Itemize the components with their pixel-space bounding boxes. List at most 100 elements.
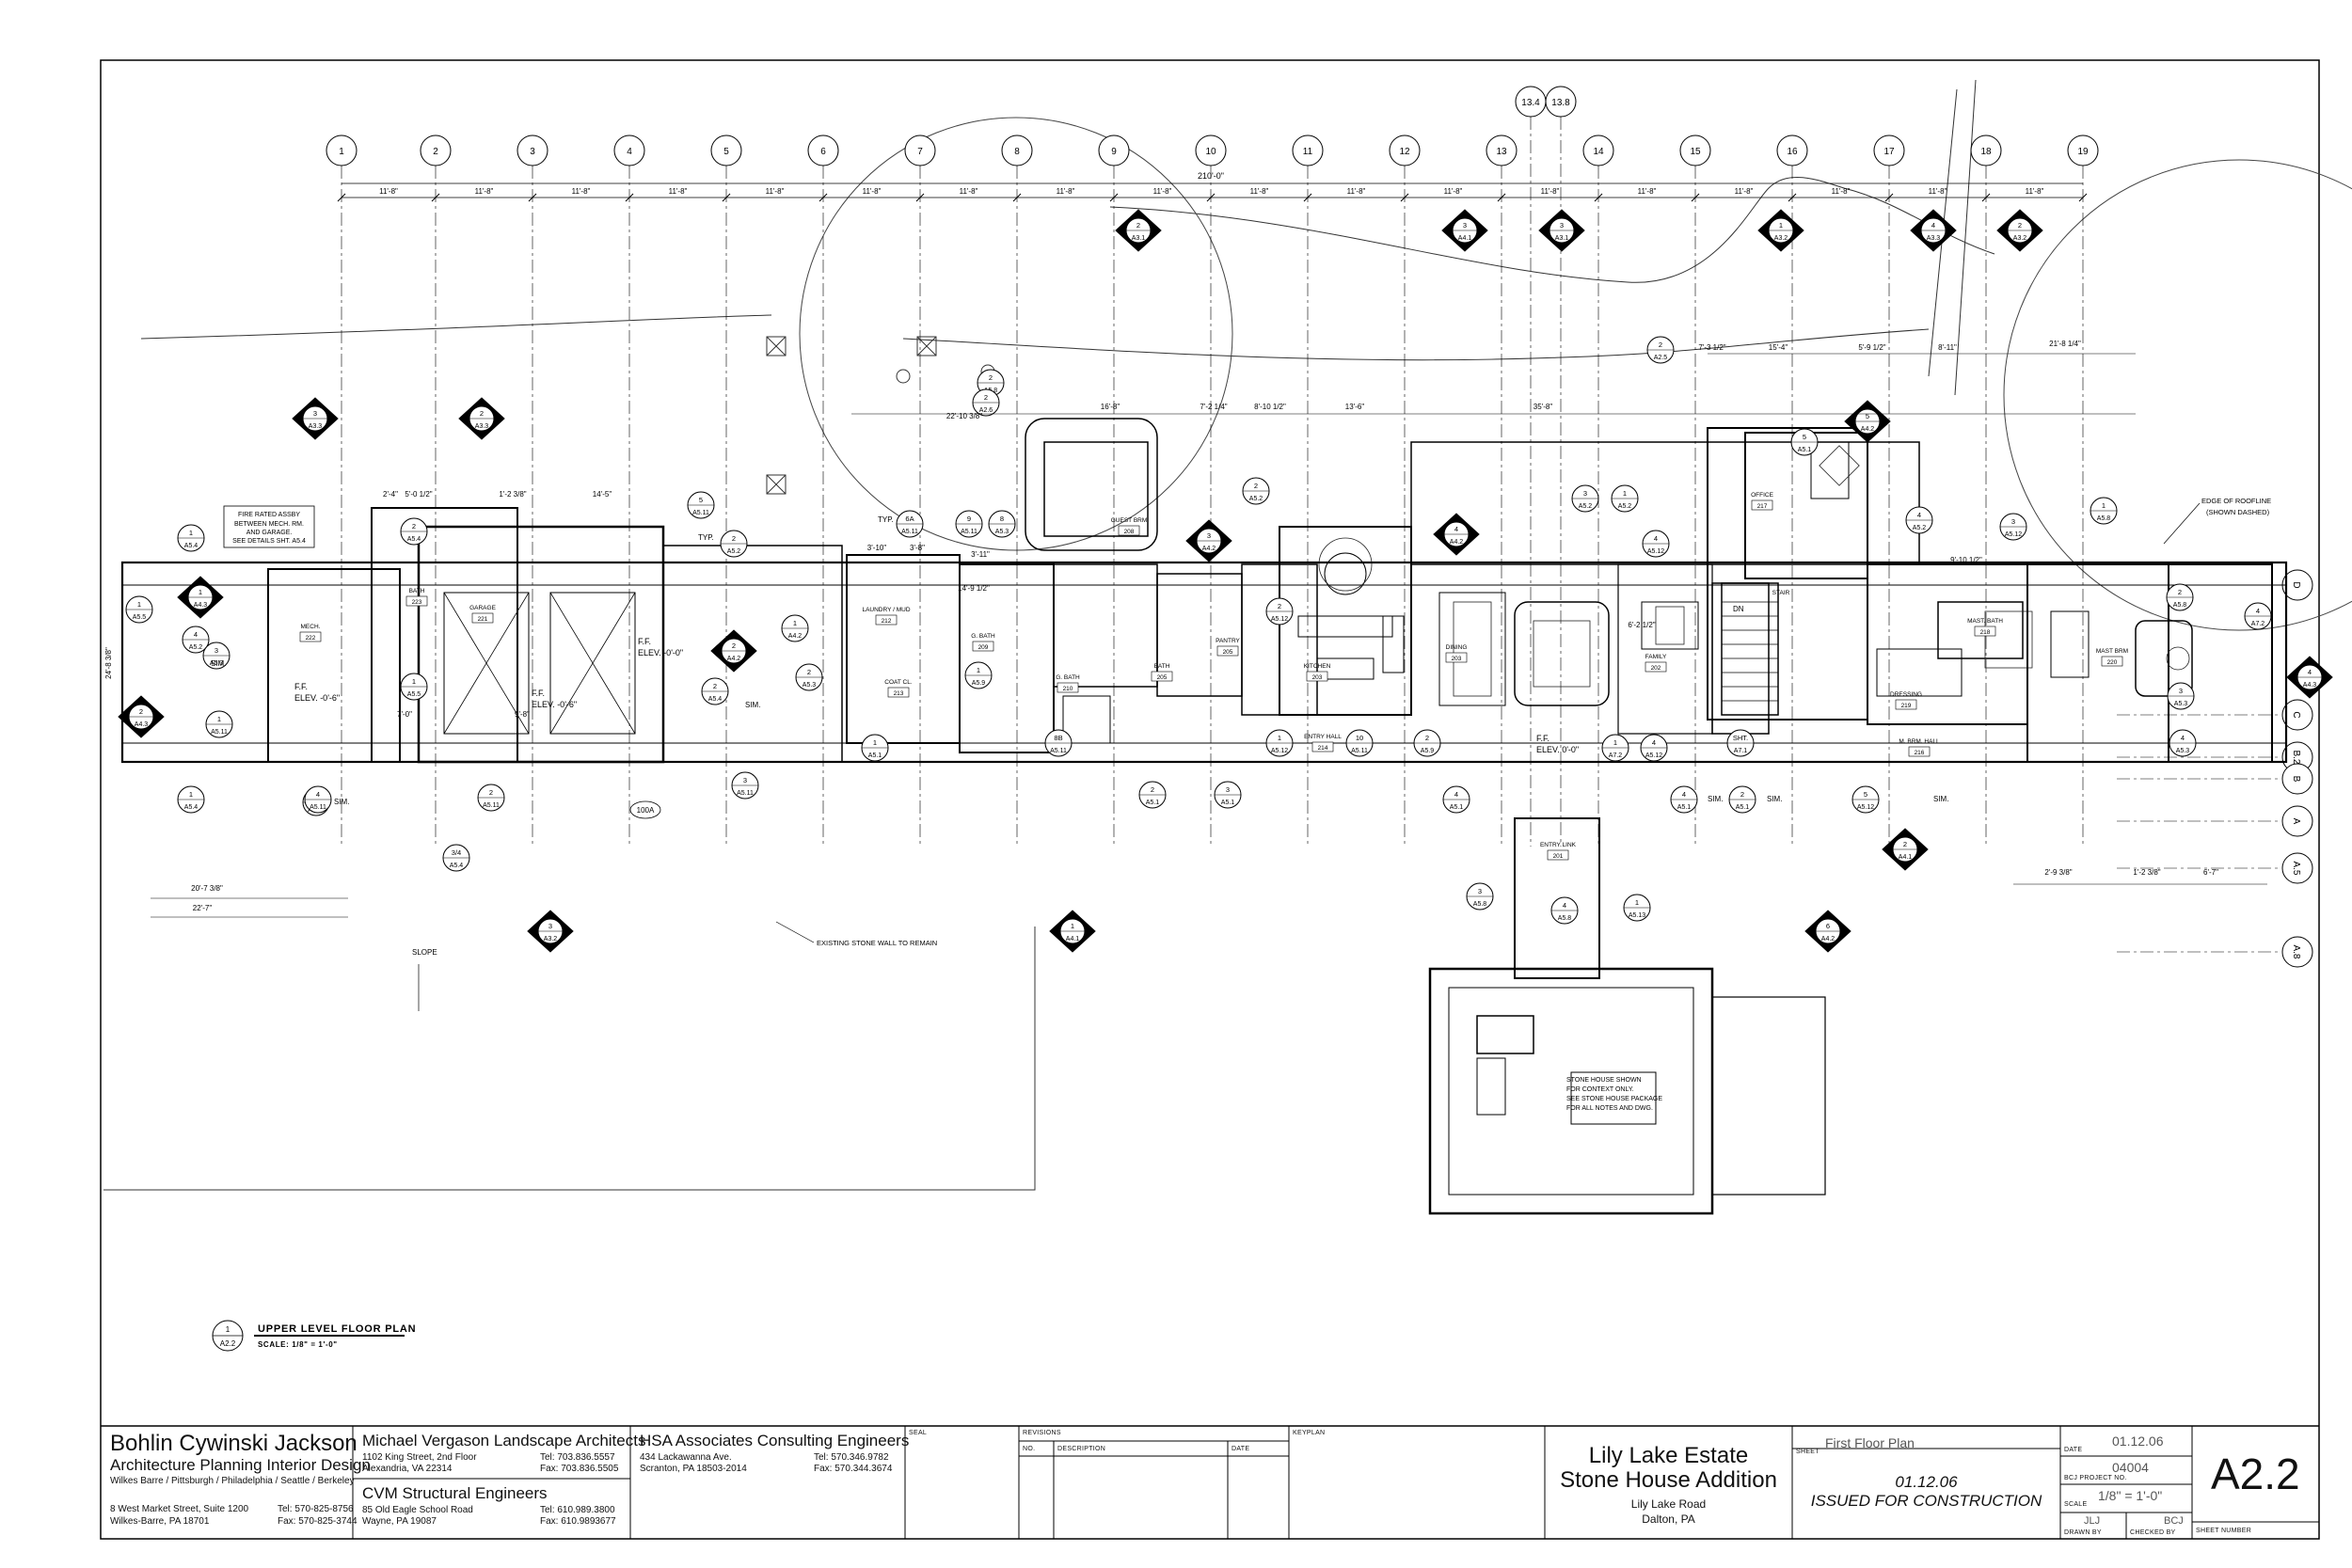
detail-num: 4 <box>1652 738 1656 747</box>
detail-ref: A5.3 <box>995 529 1009 535</box>
garage-ff-elev: ELEV. -0'-6" <box>532 700 577 709</box>
detail-num: 10 <box>1356 734 1363 742</box>
room-number-box <box>1895 699 1917 710</box>
checked-by-value: BCJ <box>2164 1515 2184 1527</box>
sim-label: SIM. <box>1933 795 1948 803</box>
detail-ref: A5.12 <box>1647 548 1664 555</box>
dim-tick <box>1691 193 1700 202</box>
bay-dim-text: 11'-8" <box>1638 187 1657 196</box>
bay-dim-text: 11'-8" <box>1057 187 1075 196</box>
sim-label: SIM. <box>745 701 760 709</box>
revisions-label: REVISIONS <box>1023 1430 1061 1436</box>
bay-dim-text: 11'-8" <box>379 187 398 196</box>
room-number: 222 <box>306 635 316 641</box>
detail-ref: A5.12 <box>2005 531 2022 538</box>
detail-num: 2 <box>1151 785 1154 794</box>
section-ref: A4.1 <box>1066 936 1080 942</box>
dim-tick <box>1594 193 1603 202</box>
dim-tick <box>1303 193 1312 202</box>
room-number: 201 <box>1553 853 1564 860</box>
detail-num: 2 <box>412 522 416 531</box>
detail-num: 4 <box>2256 607 2260 615</box>
dim-value: 7'-3 1/2" <box>1698 343 1725 352</box>
room-name: MAST BRM <box>2096 648 2128 655</box>
grid-label-12: 12 <box>1399 147 1410 157</box>
section-num: 3 <box>1207 531 1211 540</box>
grid-label-18: 18 <box>1980 147 1992 157</box>
main-ff-label: F.F. <box>638 637 651 646</box>
dim-value: 8'-10 1/2" <box>1254 403 1286 411</box>
detail-num: 2 <box>2178 588 2182 596</box>
dim-value: 3'-8" <box>910 544 925 552</box>
scale-label: SCALE <box>2064 1501 2088 1508</box>
typ-note: TYP. <box>878 515 894 524</box>
roofline-note-line2: (SHOWN DASHED) <box>2206 508 2270 516</box>
detail-ref: A5.5 <box>407 691 421 698</box>
room-name: KITCHEN <box>1304 663 1331 670</box>
landscape-address1: 1102 King Street, 2nd Floor <box>362 1452 477 1463</box>
dim-value: 13'-6" <box>1345 403 1365 411</box>
room-number-box <box>972 641 994 652</box>
furniture <box>1318 445 2190 697</box>
room-number: 210 <box>1063 686 1073 692</box>
stone-house-note-3: SEE STONE HOUSE PACKAGE <box>1566 1096 1662 1102</box>
detail-ref: A5.8 <box>1473 901 1487 908</box>
view-title-scale: SCALE: 1/8" = 1'-0" <box>258 1340 338 1349</box>
section-num: 1 <box>1071 922 1074 930</box>
sheet-title: First Floor Plan <box>1825 1435 1915 1450</box>
detail-num: 1 <box>977 666 980 674</box>
detail-ref: A5.1 <box>1798 447 1812 453</box>
issue-date: 01.12.06 <box>1895 1473 1958 1491</box>
bay-dim-text: 11'-8" <box>1250 187 1269 196</box>
room-number: 203 <box>1312 674 1323 681</box>
room-number: 208 <box>1124 529 1135 535</box>
room-name: GARAGE <box>469 605 496 611</box>
grid-label-16: 16 <box>1787 147 1798 157</box>
detail-num: 3 <box>1478 887 1482 895</box>
detail-ref: A5.11 <box>737 790 754 797</box>
dim-value: 6'-2 1/2" <box>1628 621 1655 629</box>
section-ref: A3.3 <box>309 423 323 430</box>
bay-dim-text: 11'-8" <box>475 187 494 196</box>
row-label-C: C <box>2291 711 2301 718</box>
sheet-number: A2.2 <box>2211 1449 2300 1498</box>
detail-num: 4 <box>1917 511 1921 519</box>
grid-label-2: 2 <box>433 147 438 157</box>
grid-label-10: 10 <box>1205 147 1216 157</box>
room-number-box <box>1057 682 1079 693</box>
landscape-tel: Tel: 703.836.5557 <box>540 1452 615 1463</box>
sheet-number-label: SHEET NUMBER <box>2196 1528 2252 1534</box>
dim-tick <box>722 193 731 202</box>
detail-ref: A7.1 <box>1734 748 1748 754</box>
detail-num: 2 <box>1659 341 1662 349</box>
detail-ref: A5.1 <box>1677 804 1692 811</box>
detail-num: 1 <box>1623 489 1627 498</box>
project-road: Lily Lake Road <box>1630 1497 1707 1511</box>
dim-tick <box>1400 193 1409 202</box>
room-name: DINING <box>1446 644 1468 651</box>
detail-ref: A5.12 <box>1271 748 1288 754</box>
bay-dim-text: 11'-8" <box>1444 187 1463 196</box>
section-ref: A3.2 <box>1774 235 1788 242</box>
room-number: 203 <box>1452 656 1462 662</box>
detail-num: 4 <box>1654 534 1658 543</box>
room-number-box <box>405 595 428 607</box>
grid-label-8: 8 <box>1014 147 1020 157</box>
structural-name: CVM Structural Engineers <box>362 1484 548 1502</box>
detail-num: 5 <box>699 496 703 504</box>
section-ref: A3.3 <box>475 423 489 430</box>
section-num: 5 <box>1866 412 1869 420</box>
grid-label-19: 19 <box>2077 147 2089 157</box>
grid-label-3: 3 <box>530 147 535 157</box>
sim-label: SIM. <box>1767 795 1782 803</box>
section-num: 3 <box>1463 221 1467 230</box>
dim-value: 1'-2 3/8" <box>499 490 526 499</box>
fire-note-line1: FIRE RATED ASSBY <box>238 512 300 518</box>
room-name: MAST. BATH <box>1967 618 2003 625</box>
detail-num: 3 <box>2179 687 2183 695</box>
detail-num: 1 <box>1635 898 1639 907</box>
detail-ref: A5.4 <box>450 863 464 869</box>
dim-tick <box>2078 193 2088 202</box>
dim-value: 1'-2 3/8" <box>2133 868 2160 877</box>
room-name: MECH. <box>301 624 321 630</box>
